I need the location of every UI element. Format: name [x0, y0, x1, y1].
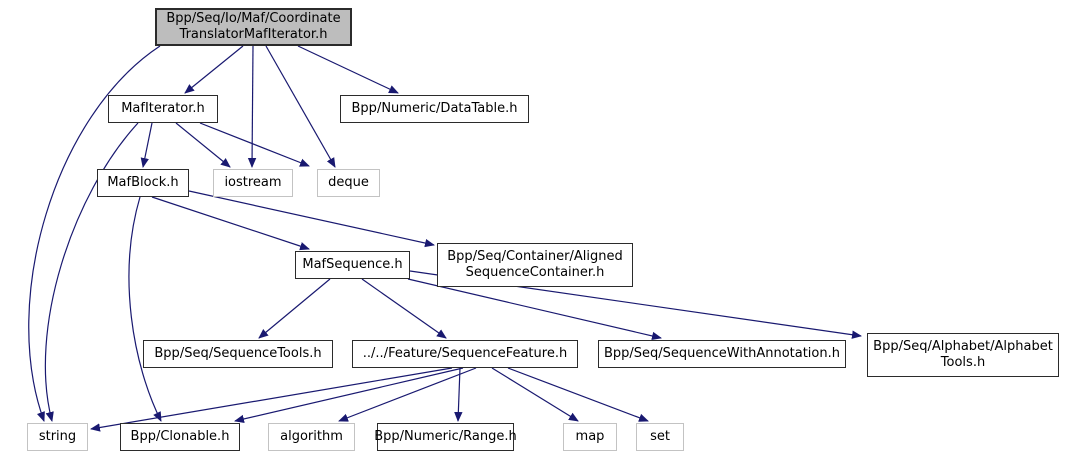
node-label: MafSequence.h [302, 256, 403, 272]
node-label: deque [328, 174, 369, 190]
edge-feature-sequence-feature-h--set [507, 367, 649, 422]
node-label: Bpp/Seq/SequenceTools.h [154, 345, 322, 361]
edge-maf-iterator-h--maf-block-h [140, 122, 153, 168]
node-bpp-seq-sequence-with-annotation-h[interactable]: Bpp/Seq/SequenceWithAnnotation.h [598, 340, 846, 368]
node-string: string [27, 423, 88, 451]
node-maf-block-h[interactable]: MafBlock.h [97, 169, 189, 197]
edge-maf-block-h--bpp-clonable-h [128, 196, 162, 422]
edge-maf-block-h--bpp-seq-container-aligned-sequence-container-h [188, 190, 435, 248]
node-label: ../../Feature/SequenceFeature.h [362, 345, 568, 361]
edge-maf-sequence-h--feature-sequence-feature-h [361, 278, 447, 339]
node-label: map [575, 428, 605, 444]
edge-maf-iterator-h--string [44, 122, 139, 422]
node-label: Bpp/Clonable.h [130, 428, 230, 444]
node-label: Bpp/Seq/SequenceWithAnnotation.h [604, 345, 840, 361]
edge-coordinate-translator-maf-iterator-h--iostream [247, 45, 257, 168]
node-map: map [563, 423, 617, 451]
node-label: Tools.h [940, 355, 986, 370]
node-label: MafBlock.h [107, 174, 179, 190]
node-label: Bpp/Seq/Alphabet/Alphabet [873, 338, 1053, 354]
node-maf-sequence-h[interactable]: MafSequence.h [295, 251, 410, 279]
node-label: Bpp/Seq/Container/Aligned [447, 248, 623, 264]
edge-maf-sequence-h--bpp-seq-sequence-with-annotation-h [407, 278, 662, 341]
edge-coordinate-translator-maf-iterator-h--maf-iterator-h [184, 45, 244, 94]
node-label: set [650, 428, 670, 444]
node-iostream: iostream [213, 169, 293, 197]
node-label: Bpp/Seq/Io/Maf/Coordinate [166, 10, 341, 26]
node-bpp-numeric-datatable-h[interactable]: Bpp/Numeric/DataTable.h [340, 95, 529, 123]
edge-feature-sequence-feature-h--map [491, 367, 579, 422]
node-label: MafIterator.h [121, 100, 205, 116]
edge-coordinate-translator-maf-iterator-h--bpp-numeric-datatable-h [297, 45, 399, 94]
node-bpp-clonable-h[interactable]: Bpp/Clonable.h [120, 423, 240, 451]
edge-maf-iterator-h--deque [199, 122, 310, 167]
edge-feature-sequence-feature-h--string [90, 367, 453, 432]
edge-feature-sequence-feature-h--algorithm [338, 367, 477, 422]
edge-coordinate-translator-maf-iterator-h--deque [265, 45, 336, 168]
node-label: TranslatorMafIterator.h [179, 27, 328, 42]
edge-maf-block-h--maf-sequence-h [151, 196, 310, 251]
node-label: SequenceContainer.h [465, 265, 605, 280]
edge-feature-sequence-feature-h--bpp-clonable-h [234, 367, 464, 424]
edge-maf-sequence-h--bpp-seq-sequence-tools-h [258, 278, 331, 339]
node-label: Bpp/Numeric/DataTable.h [351, 100, 518, 116]
edge-coordinate-translator-maf-iterator-h--string [28, 45, 161, 422]
node-label: string [38, 428, 77, 444]
node-bpp-seq-sequence-tools-h[interactable]: Bpp/Seq/SequenceTools.h [143, 340, 333, 368]
node-algorithm: algorithm [268, 423, 355, 451]
node-label: Bpp/Numeric/Range.h [374, 428, 517, 444]
edge-feature-sequence-feature-h--bpp-numeric-range-h [454, 367, 463, 422]
node-label: iostream [224, 174, 282, 190]
node-deque: deque [317, 169, 380, 197]
node-feature-sequence-feature-h[interactable]: ../../Feature/SequenceFeature.h [352, 340, 578, 368]
node-label: algorithm [280, 428, 343, 444]
node-maf-iterator-h[interactable]: MafIterator.h [108, 95, 218, 123]
edge-maf-iterator-h--iostream [175, 122, 231, 168]
node-bpp-numeric-range-h[interactable]: Bpp/Numeric/Range.h [374, 423, 517, 451]
node-set: set [636, 423, 684, 451]
